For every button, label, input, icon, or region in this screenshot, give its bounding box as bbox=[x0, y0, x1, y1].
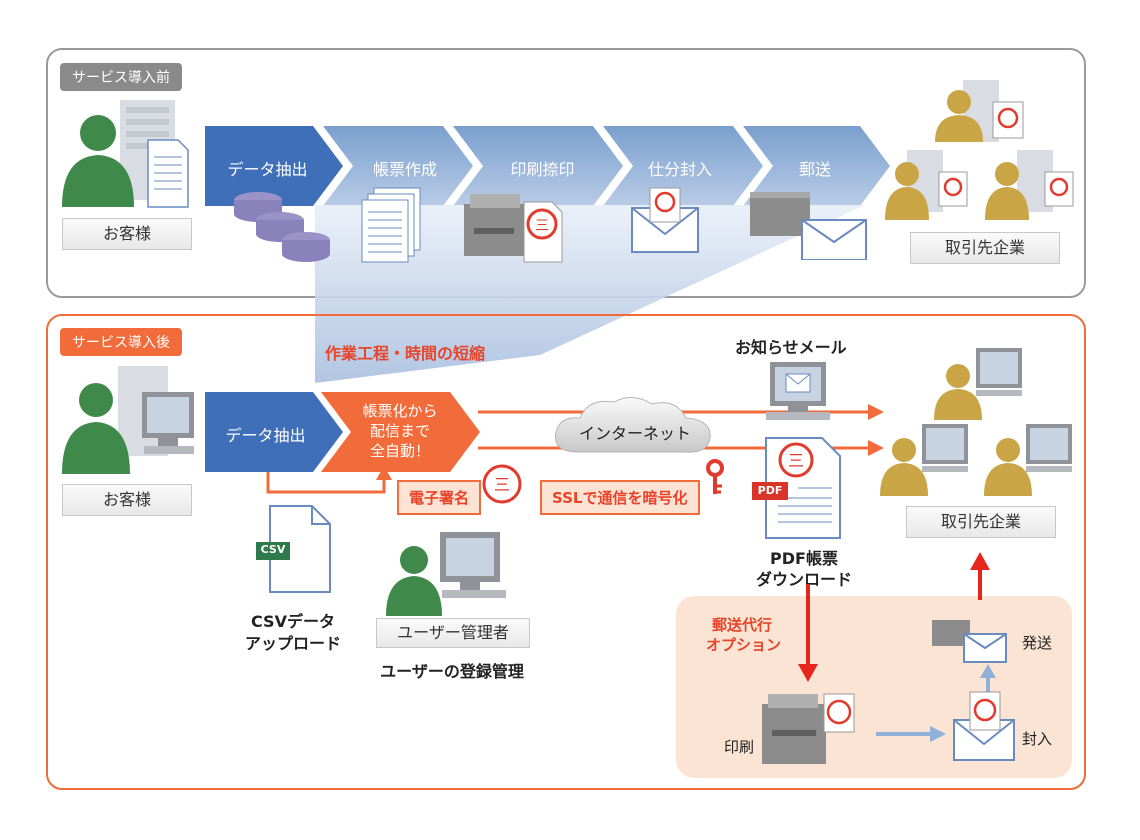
partner-label-after: 取引先企業 bbox=[906, 506, 1056, 538]
step-sort-enclose: 仕分封入 bbox=[647, 160, 712, 179]
csv-file-icon bbox=[256, 505, 331, 593]
step-data-extract-after: データ抽出 bbox=[225, 426, 306, 445]
shortening-funnel bbox=[315, 205, 865, 383]
partner-companies-icon-before bbox=[885, 80, 1074, 220]
database-icon bbox=[234, 192, 330, 262]
customer-computer-icon bbox=[62, 366, 194, 474]
step-auto-line-3: 全自動！ bbox=[369, 442, 430, 460]
customer-label-before: お客様 bbox=[62, 218, 192, 250]
print-label: 印刷 bbox=[724, 738, 755, 756]
before-process-chevrons bbox=[205, 126, 890, 206]
step-mail: 郵送 bbox=[798, 160, 831, 179]
partner-companies-icon-after bbox=[880, 348, 1072, 496]
mail-option-arrows bbox=[798, 552, 996, 742]
pdf-document-icon: 三 bbox=[752, 437, 841, 539]
email-notice-label: お知らせメール bbox=[735, 338, 847, 357]
csv-label-line-2: アップロード bbox=[244, 634, 341, 653]
internet-label: インターネット bbox=[578, 424, 691, 443]
truck-mail-icon bbox=[750, 192, 867, 260]
after-panel bbox=[46, 314, 1086, 790]
after-tag: サービス導入後 bbox=[60, 328, 182, 356]
csv-icon-text: CSV bbox=[260, 543, 286, 556]
step-form-create: 帳票作成 bbox=[372, 160, 437, 179]
printer-stamp-icon: 三 bbox=[464, 194, 563, 263]
step-data-extract-before: データ抽出 bbox=[227, 160, 308, 179]
internet-cloud-icon bbox=[554, 397, 711, 453]
step-auto-line-1: 帳票化から bbox=[362, 402, 438, 420]
admin-computer-icon bbox=[386, 532, 506, 616]
pdf-label-line-1: PDF帳票 bbox=[770, 549, 838, 568]
key-icon bbox=[706, 459, 724, 494]
print-icon bbox=[762, 693, 855, 764]
svg-text:三: 三 bbox=[535, 218, 549, 234]
mail-option-title-2: オプション bbox=[706, 636, 782, 654]
csv-label-line-1: CSVデータ bbox=[251, 612, 335, 631]
send-truck-icon bbox=[932, 620, 1007, 663]
send-label: 発送 bbox=[1022, 634, 1053, 652]
svg-text:三: 三 bbox=[494, 475, 510, 494]
before-tag: サービス導入前 bbox=[60, 63, 182, 91]
enclose-icon bbox=[953, 691, 1015, 761]
admin-caption: ユーザーの登録管理 bbox=[380, 662, 524, 681]
esign-tag: 電子署名 bbox=[397, 480, 482, 515]
after-process-chevrons bbox=[205, 392, 480, 472]
step-print-stamp: 印刷捺印 bbox=[510, 160, 575, 179]
envelope-sort-icon bbox=[631, 187, 699, 253]
customer-label-after: お客様 bbox=[62, 484, 192, 516]
customer-icon bbox=[62, 100, 189, 208]
ssl-tag: SSLで通信を暗号化 bbox=[540, 480, 700, 515]
svg-text:三: 三 bbox=[788, 451, 804, 470]
partner-label-before: 取引先企業 bbox=[910, 232, 1060, 264]
pdf-icon-text: PDF bbox=[757, 484, 783, 497]
documents-icon bbox=[361, 187, 421, 263]
admin-label: ユーザー管理者 bbox=[376, 618, 530, 648]
shortening-label: 作業工程・時間の短縮 bbox=[325, 344, 486, 363]
pdf-label-line-2: ダウンロード bbox=[755, 570, 852, 589]
mail-option-title-1: 郵送代行 bbox=[712, 616, 773, 634]
seal-icon: 三 bbox=[482, 464, 522, 504]
step-auto-line-2: 配信まで bbox=[369, 422, 430, 440]
email-computer-icon bbox=[766, 362, 830, 420]
enclose-label: 封入 bbox=[1022, 730, 1053, 748]
